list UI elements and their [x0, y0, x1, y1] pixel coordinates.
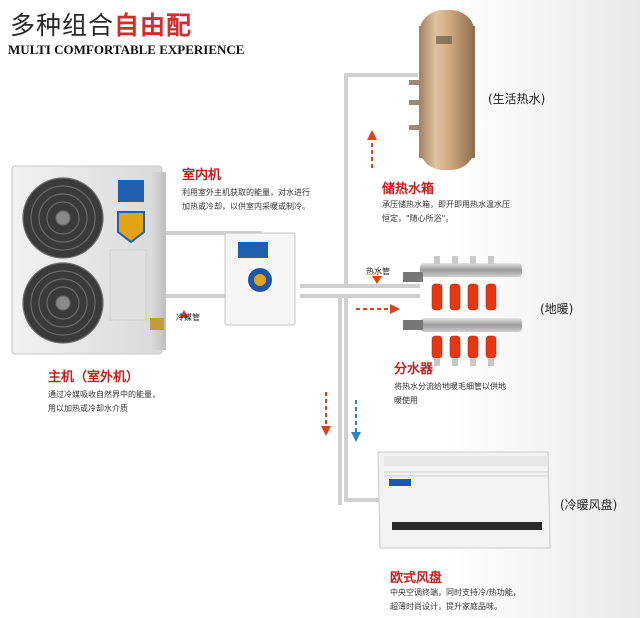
flow-arrows — [179, 130, 400, 442]
tank-tag: (生活热水) — [488, 92, 546, 106]
fan-grille-top — [22, 177, 104, 259]
manifold-heading: 分水器 — [394, 362, 434, 377]
hot-water-riser-to-tank — [344, 73, 418, 286]
outdoor-unit-heading: 主机（室外机） — [48, 370, 140, 385]
fan-grille-bottom — [22, 262, 104, 344]
fan-coil-heading: 欧式风盘 — [390, 571, 443, 586]
pipe-to-fan-coil — [344, 296, 380, 502]
arrow-down-blue — [351, 400, 361, 442]
pipes — [160, 73, 420, 505]
fan-coil-image — [377, 451, 551, 549]
manifold-tag: (地暖) — [540, 302, 574, 316]
indoor-unit-image — [224, 232, 296, 326]
refrigerant-pipe-label: 冷媒管 — [176, 313, 200, 322]
arrow-down-hot-water — [372, 276, 382, 284]
energy-shield-badge — [117, 211, 145, 244]
hot-water-tank-image — [409, 10, 475, 170]
arrow-right-to-manifold — [356, 304, 400, 314]
page-title: 多种组合自由配 — [10, 11, 193, 40]
manifold-image — [403, 256, 522, 366]
tank-heading: 储热水箱 — [382, 182, 435, 197]
fan-coil-tag: (冷暖风盘) — [560, 498, 618, 512]
tank-desc: 承压储热水箱，即开即用热水温水压 恒定，"随心所浴"。 — [382, 200, 510, 223]
indoor-unit-desc: 利用室外主机获取的能量，对水进行 加热或冷却，以供室内采暖或制冷。 — [182, 188, 310, 211]
indoor-unit-heading: 室内机 — [182, 168, 222, 183]
outdoor-unit-image — [11, 165, 166, 355]
fan-coil-desc: 中央空调终端，同时支持冷/热功能， 超薄时尚设计，提升家庭品味。 — [390, 588, 521, 611]
hot-water-pipe-label: 热水管 — [366, 267, 390, 276]
page-subtitle: MULTI COMFORTABLE EXPERIENCE — [8, 42, 245, 57]
brand-logo-outdoor — [118, 180, 144, 202]
arrow-up-to-tank — [367, 130, 377, 168]
manifold-desc: 将热水分流给地暖毛细管以供地 暖使用 — [394, 382, 506, 405]
outdoor-unit-desc: 通过冷媒吸收自然界中的能量， 用以加热或冷却水介质 — [48, 390, 160, 413]
arrow-down-orange — [321, 392, 331, 436]
arrow-up-refrigerant — [179, 310, 189, 318]
